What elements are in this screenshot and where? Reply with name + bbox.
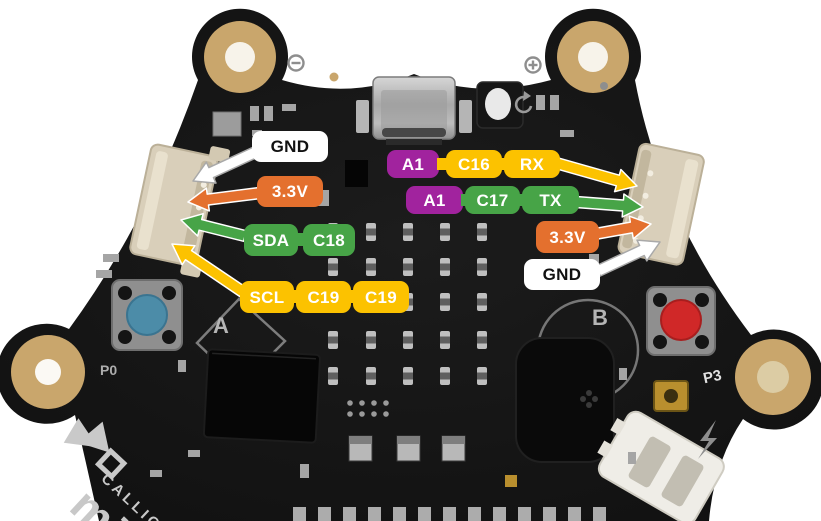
ring-pad-top-left: [204, 21, 276, 93]
microphone: [653, 380, 689, 412]
pad-p0-label: P0: [100, 362, 117, 378]
button-b: [646, 286, 716, 356]
lightning-icon: [698, 420, 717, 459]
processor-chip: [202, 348, 321, 444]
rgb-led-row: [348, 435, 466, 462]
grove-connector-right: [617, 142, 705, 266]
ring-pad-p3: [735, 339, 811, 415]
buzzer: [515, 337, 615, 463]
usb-shield-tab-right: [459, 100, 472, 133]
v33-left-arrow: [187, 186, 262, 212]
scl-arrow: [171, 243, 247, 298]
usb-connector: [372, 76, 456, 145]
ring-pad-p0: [11, 335, 85, 409]
plus-icon: [524, 56, 542, 74]
button-a: [111, 279, 183, 351]
reset-button: [476, 81, 533, 129]
button-b-silkscreen: B: [592, 305, 608, 330]
sda-arrow: [180, 212, 248, 243]
battery-connector: [597, 410, 725, 521]
ring-pad-top-right: [557, 21, 629, 93]
minus-icon: [287, 54, 305, 72]
edge-connector-pads: [293, 507, 606, 521]
usb-shield-tab-left: [356, 100, 369, 133]
grove-connector-left: [129, 143, 231, 278]
pad-p3-label: P3: [702, 367, 723, 387]
calliope-logo: [63, 418, 128, 481]
v33-right-arrow: [593, 215, 652, 241]
rx-arrow: [553, 156, 638, 193]
gnd-left-arrow: [192, 145, 262, 184]
test-pad-grid: [347, 400, 389, 417]
button-a-silkscreen: A: [213, 313, 229, 338]
gnd-right-arrow: [594, 239, 661, 277]
tx-arrow: [574, 193, 644, 218]
